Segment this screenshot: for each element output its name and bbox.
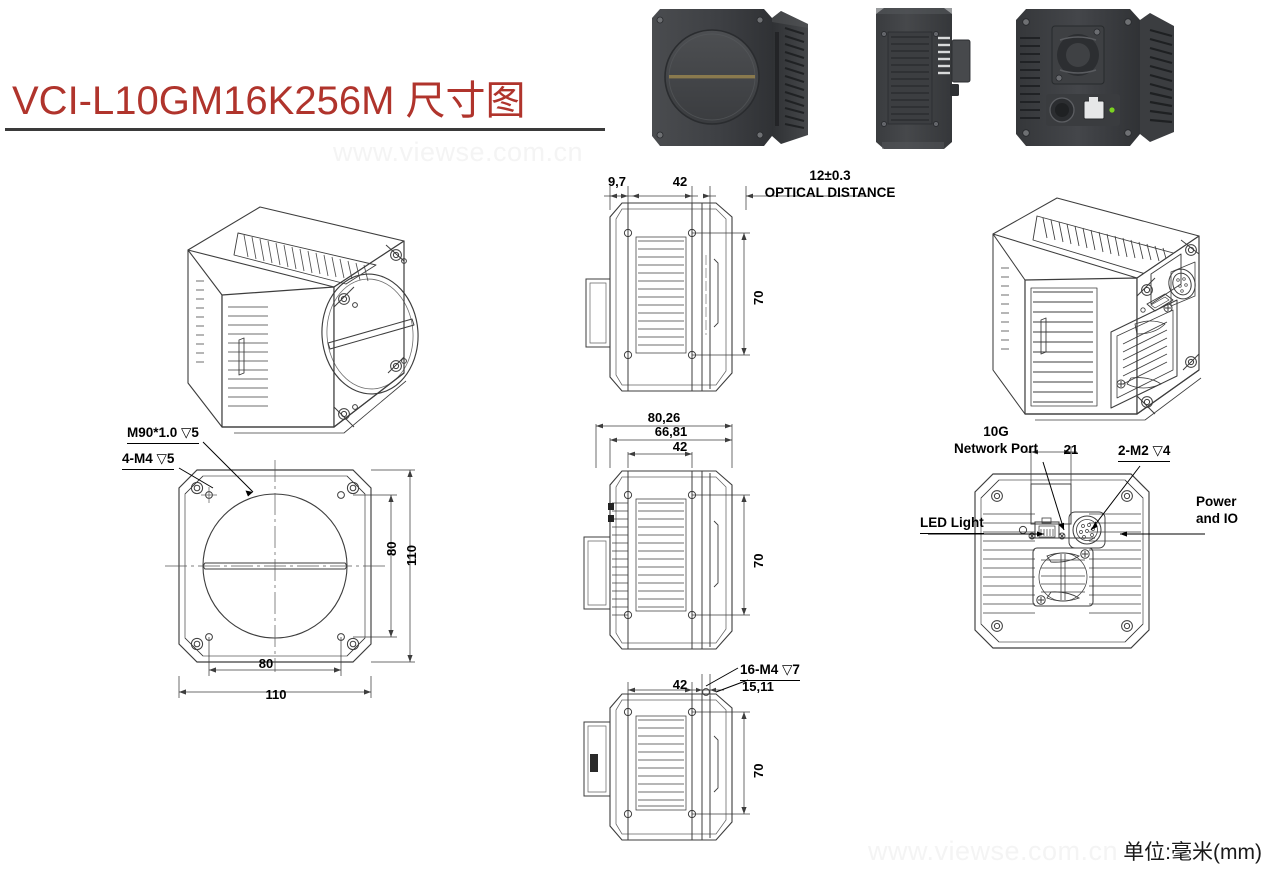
callout-4-m4: 4-M4 ▽5 bbox=[122, 451, 175, 470]
power-io-line1: Power bbox=[1196, 494, 1237, 509]
callout-network-port: 10G Network Port bbox=[941, 424, 1051, 458]
front-width-dimension-line bbox=[175, 676, 415, 706]
callout-power-io: Power and IO bbox=[1196, 494, 1276, 528]
rear-callout-leaders bbox=[928, 440, 1250, 550]
front-photo bbox=[648, 4, 816, 152]
side-top-dimension-lines bbox=[598, 174, 878, 210]
network-port-line1: 10G bbox=[983, 424, 1009, 439]
watermark-bottom: www.viewse.com.cn bbox=[868, 836, 1119, 866]
isometric-rear-view bbox=[965, 192, 1220, 422]
callout-optical-distance: 12±0.3 OPTICAL DISTANCE bbox=[745, 168, 915, 202]
side-middle-dim-body: 42 bbox=[672, 439, 688, 454]
optical-distance-value: 12±0.3 bbox=[809, 168, 851, 183]
front-orthographic-view bbox=[165, 460, 415, 677]
rear-orthographic-view bbox=[973, 446, 1185, 658]
network-port-line2: Network Port bbox=[953, 440, 1038, 456]
callout-2-m2: 2-M2 ▽4 bbox=[1118, 443, 1171, 462]
units-note: 单位:毫米(mm) bbox=[1123, 841, 1262, 864]
title-divider bbox=[5, 128, 605, 131]
callout-m90-thread: M90*1.0 ▽5 bbox=[127, 425, 199, 444]
side-top-dim-body: 42 bbox=[672, 174, 688, 189]
side-bottom-dim-height: 70 bbox=[751, 763, 766, 778]
watermark-top: www.viewse.com.cn bbox=[333, 137, 584, 167]
isometric-front-view bbox=[148, 195, 438, 440]
side-middle-dim-height: 70 bbox=[751, 553, 766, 568]
page-title: VCI-L10GM16K256M 尺寸图 bbox=[12, 79, 526, 123]
side-bottom-dim-offset: 15,11 bbox=[742, 679, 774, 694]
front-dim-height-outer: 110 bbox=[404, 545, 419, 566]
rear-dim-port-width: 21 bbox=[1063, 442, 1079, 457]
front-dim-height-inner: 80 bbox=[384, 541, 399, 556]
side-top-dim-flange: 9,7 bbox=[607, 174, 627, 189]
power-io-line2: and IO bbox=[1196, 510, 1239, 526]
front-callout-leaders bbox=[125, 430, 295, 510]
front-dim-width-inner: 80 bbox=[258, 656, 274, 671]
side-bottom-dimension-lines bbox=[598, 664, 798, 714]
side-view-bottom bbox=[583, 690, 758, 850]
callout-led-light: LED Light bbox=[920, 515, 984, 534]
rear-photo bbox=[1010, 4, 1182, 152]
side-middle-dim-overall: 80,26 bbox=[647, 410, 681, 425]
side-bottom-dim-body: 42 bbox=[672, 677, 688, 692]
front-dim-width-outer: 110 bbox=[265, 687, 287, 702]
side-top-dim-height: 70 bbox=[751, 290, 766, 305]
side-view-top bbox=[585, 195, 758, 410]
side-middle-dimension-lines bbox=[595, 418, 778, 473]
optical-distance-label: OPTICAL DISTANCE bbox=[764, 184, 896, 200]
side-middle-dim-body-total: 66,81 bbox=[654, 424, 688, 439]
side-view-middle bbox=[583, 465, 758, 660]
side-photo bbox=[862, 4, 982, 152]
callout-16-m4: 16-M4 ▽7 bbox=[740, 662, 800, 681]
